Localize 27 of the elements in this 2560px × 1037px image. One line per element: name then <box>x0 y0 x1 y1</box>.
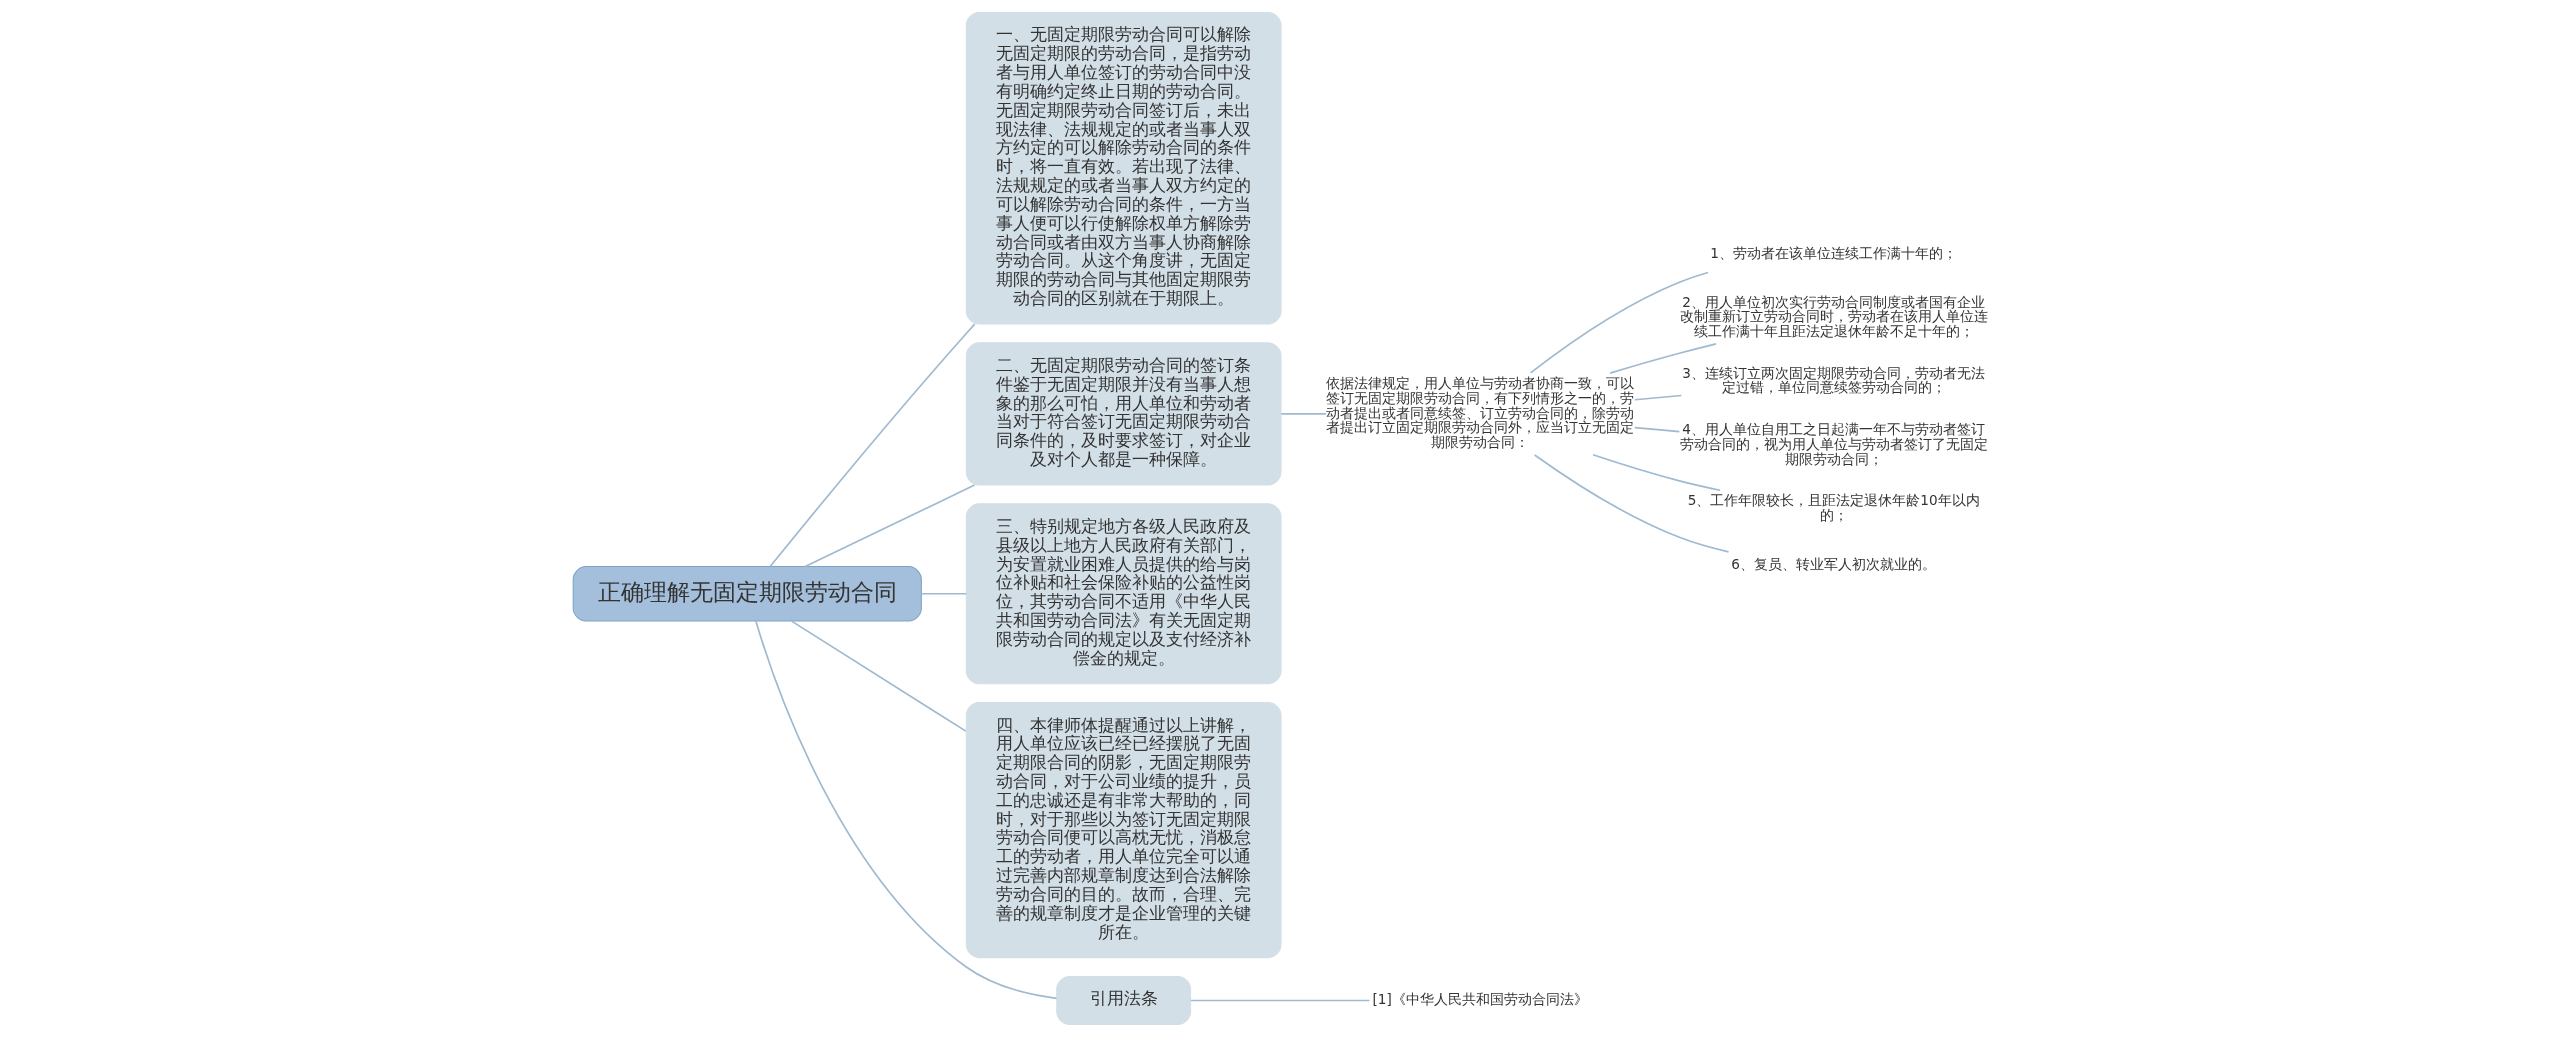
node-text: 1、劳动者在该单位连续工作满十年的； <box>1709 244 1957 261</box>
node-box: 三、特别规定地方各级人民政府及县级以上地方人民政府有关部门，为安置就业困难人员提供的给与岗位补贴和社会保险补贴的公益性岗位，其劳动合同不适用《中华人民共和国劳动合同法》有关无固定期限劳动合同的规定以及支付经济补偿金的规定。 <box>965 503 1282 685</box>
connector <box>1633 426 1680 433</box>
connector <box>790 620 967 732</box>
node-text: 5、工作年限较长，且距法定退休年龄10年以内的； <box>1687 492 1980 523</box>
connector <box>1189 999 1370 1002</box>
node-box: 引用法条 <box>1055 975 1191 1026</box>
connector <box>1608 343 1717 374</box>
node-text: 依据法律规定，用人单位与劳动者协商一致，可以签订无固定期限劳动合同，有下列情形之一的，劳动者提出或者同意续签、订立劳动合同的，除劳动者提出订立固定期限劳动合同外，应当订立无固定期限劳动合同： <box>1325 375 1634 450</box>
node-text: 2、用人单位初次实行劳动合同制度或者国有企业改制重新订立劳动合同时，劳动者在该用人单位连续工作满十年且距法定退休年龄不足十年的； <box>1679 293 1988 339</box>
connector <box>769 323 976 568</box>
connector <box>803 484 975 568</box>
connector <box>1533 454 1729 553</box>
connector <box>1633 394 1682 401</box>
node-box: 一、无固定期限劳动合同可以解除无固定期限的劳动合同，是指劳动者与用人单位签订的劳动合同中没有明确约定终止日期的劳动合同。无固定期限劳动合同签订后，未出现法律、法规规定的或者当事人双方约定的可以解除劳动合同的条件时，将一直有效。若出现了法律、法规规定的或者当事人双方约定的可以解除劳动合同的条件，一方当事人便可以行使解除权单方解除劳动合同或者由双方当事人协商解除劳动合同。从这个角度讲，无固定期限的劳动合同与其他固定期限劳动合同的区别就在于期限上。 <box>965 11 1282 325</box>
node-text: [1]《中华人民共和国劳动合同法》 <box>1372 991 1588 1008</box>
node-box: 二、无固定期限劳动合同的签订条件鉴于无固定期限并没有当事人想象的那么可怕，用人单位和劳动者当对于符合签订无固定期限劳动合同条件的，及时要求签订，对企业及对个人都是一种保障。 <box>965 342 1282 486</box>
connector <box>1529 271 1709 374</box>
node-box: 正确理解无固定期限劳动合同 <box>572 566 922 622</box>
connector <box>1591 454 1721 492</box>
node-box: 四、本律师体提醒通过以上讲解，用人单位应该已经已经摆脱了无固定期限合同的阴影，无固定期限劳动合同，对于公司业绩的提升，员工的忠诚还是有非常大帮助的，同时，对于那些以为签订无固定期限劳动合同便可以高枕无忧，消极怠工的劳动者，用人单位完全可以通过完善内部规章制度达到合法解除劳动合同的目的。故而，合理、完善的规章制度才是企业管理的关键所在。 <box>965 702 1282 959</box>
connector <box>920 592 967 595</box>
connector <box>1279 413 1327 415</box>
node-text: 6、复员、转业军人初次就业的。 <box>1730 556 1936 573</box>
node-text: 3、连续订立两次固定期限劳动合同，劳动者无法定过错，单位同意续签劳动合同的； <box>1681 364 1985 396</box>
connector <box>754 620 1057 1000</box>
node-text: 4、用人单位自用工之日起满一年不与劳动者签订劳动合同的，视为用人单位与劳动者签订了无固定期限劳动合同； <box>1679 421 1988 467</box>
